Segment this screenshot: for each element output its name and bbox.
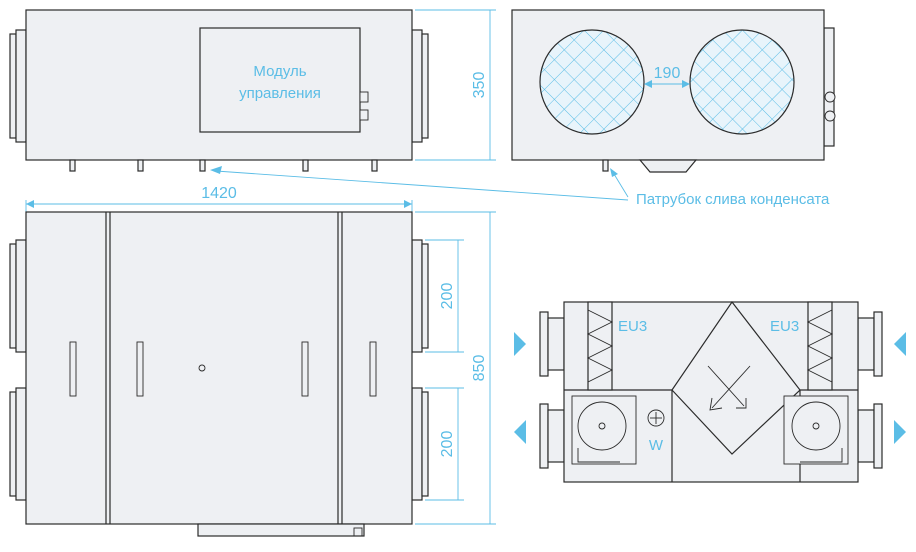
flow-arrow-in-left <box>514 332 526 356</box>
spigot-circle-left <box>539 29 645 135</box>
dim-spigot-spacing: 190 <box>654 65 681 82</box>
spigot-circle-right <box>689 29 795 135</box>
fan-right <box>783 395 849 465</box>
exchanger-arrows <box>707 365 751 411</box>
top-view: 1420 200 200 <box>9 185 496 537</box>
flow-arrow-out-right <box>894 420 906 444</box>
heat-exchanger <box>671 300 801 455</box>
filter-left <box>587 301 613 391</box>
fan-left <box>571 395 637 465</box>
top-body <box>25 211 413 525</box>
filter-right <box>807 301 833 391</box>
flow-arrow-in-right <box>894 332 906 356</box>
heater-icon <box>647 409 665 427</box>
control-module-box <box>199 27 361 133</box>
flow-arrow-out-left <box>514 420 526 444</box>
dim-width: 850 <box>471 355 488 382</box>
dim-length: 1420 <box>201 185 237 202</box>
filter-left-label: EU3 <box>618 318 647 335</box>
side-view: 190 <box>511 9 836 173</box>
control-module-label-1: Модуль <box>253 63 306 80</box>
heater-label: W <box>649 437 664 454</box>
condensate-drain-label: Патрубок слива конденсата <box>636 191 830 208</box>
control-module-label-2: управления <box>239 85 321 102</box>
airflow-schematic: EU3 EU3 W <box>514 300 906 483</box>
front-view: Модуль управления 350 <box>9 9 496 172</box>
dim-height-side: 350 <box>471 72 488 99</box>
dim-spigot-top: 200 <box>439 283 456 310</box>
dim-spigot-bottom: 200 <box>439 431 456 458</box>
condensate-drain-callout: Патрубок слива конденсата <box>210 166 830 208</box>
filter-right-label: EU3 <box>770 318 799 335</box>
